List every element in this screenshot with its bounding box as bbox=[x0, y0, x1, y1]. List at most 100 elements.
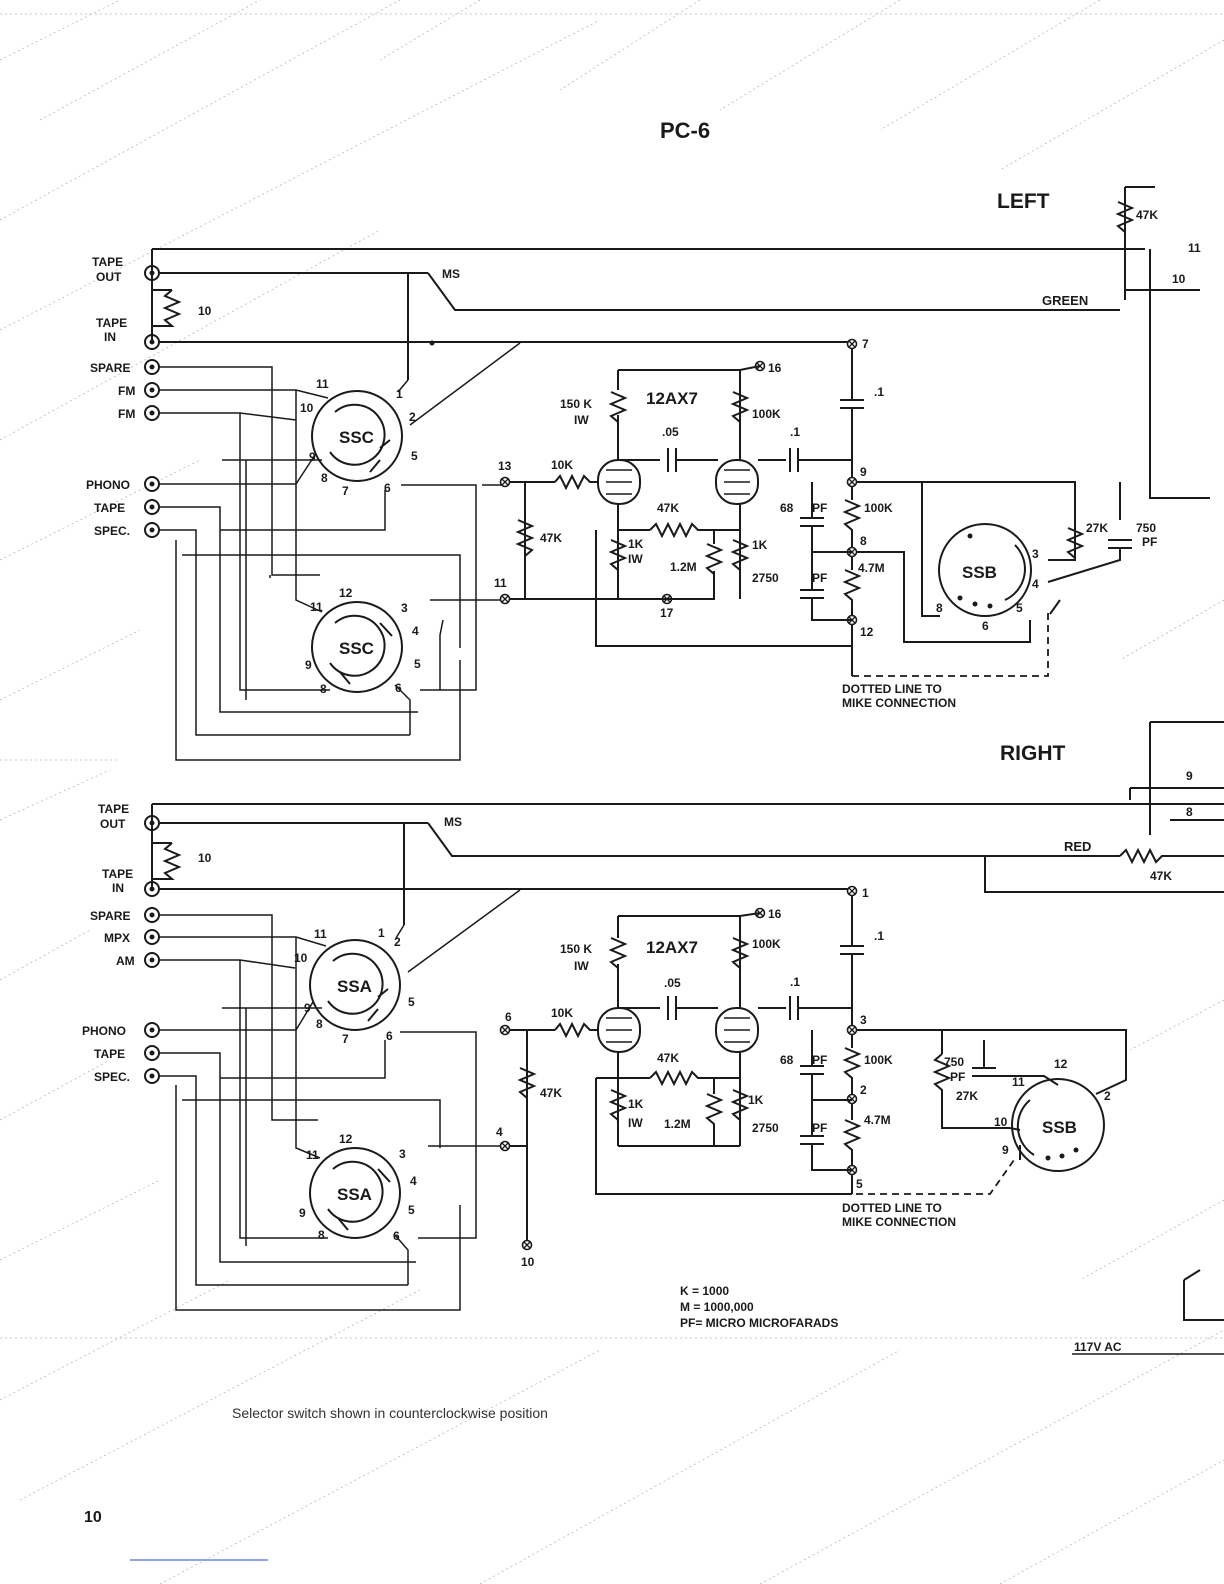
label-10k-r: 10K bbox=[551, 1006, 573, 1020]
label-monitor-switch: MS bbox=[442, 267, 460, 281]
label-ssb-left: SSB bbox=[962, 563, 997, 582]
label-tape-out-r: TAPE bbox=[98, 802, 129, 816]
right-channel-heading: RIGHT bbox=[1000, 742, 1066, 765]
label-ssb-right: SSB bbox=[1042, 1118, 1077, 1137]
label-ssa: SSA bbox=[337, 977, 372, 996]
jack-tape-r[interactable] bbox=[144, 1045, 160, 1061]
label-750-r: 750 bbox=[944, 1055, 964, 1069]
label-150k: 150 K bbox=[560, 397, 592, 411]
switch-ssc-top[interactable]: SSC 11 10 1 2 9 8 7 6 5 bbox=[300, 377, 418, 498]
terminal-4 bbox=[499, 1140, 511, 1152]
jack-spare[interactable] bbox=[144, 359, 160, 375]
label-150k-w-r: IW bbox=[574, 959, 589, 973]
label-1k-b-r: 1K bbox=[748, 1093, 764, 1107]
terminal-3 bbox=[846, 1024, 858, 1036]
capacitor-05 bbox=[618, 448, 718, 472]
resistor-10-left bbox=[152, 289, 182, 327]
wires-switch-right bbox=[159, 889, 521, 1311]
label-fm: FM bbox=[118, 384, 135, 398]
resistor-10-right bbox=[152, 842, 182, 880]
label-2750-pf: PF bbox=[812, 571, 827, 585]
pin-9-b: 9 bbox=[305, 658, 312, 672]
wire-tape-out bbox=[151, 248, 1145, 380]
jack-spec-r[interactable] bbox=[144, 1068, 160, 1084]
label-1k-a-r: 1K bbox=[628, 1097, 644, 1111]
label-5: 5 bbox=[856, 1177, 863, 1191]
jack-spare-r[interactable] bbox=[144, 907, 160, 923]
label-mpx: MPX bbox=[104, 931, 130, 945]
label-13: 13 bbox=[498, 459, 512, 473]
label-9: 9 bbox=[860, 465, 867, 479]
label-ssc: SSC bbox=[339, 428, 374, 447]
note-mike-r-2: MIKE CONNECTION bbox=[842, 1215, 956, 1229]
pin-ssb-6: 6 bbox=[982, 619, 989, 633]
label-2: 2 bbox=[860, 1083, 867, 1097]
label-1k-a-w-r: IW bbox=[628, 1116, 643, 1130]
resistor-47k-top bbox=[1115, 186, 1155, 300]
label-100k-vol-r: 100K bbox=[864, 1053, 893, 1067]
left-input-jacks: TAPE OUT TAPE IN SPARE FM FM PHONO TAPE … bbox=[86, 255, 160, 538]
pin-6-r: 6 bbox=[386, 1029, 393, 1043]
label-spare-r: SPARE bbox=[90, 909, 130, 923]
pin-ssb-5: 5 bbox=[1016, 601, 1023, 615]
jack-tape[interactable] bbox=[144, 499, 160, 515]
jack-phono[interactable] bbox=[144, 476, 160, 492]
switch-ssc-bottom[interactable]: SSC 12 11 3 4 9 5 8 6 bbox=[305, 586, 421, 696]
jack-spec[interactable] bbox=[144, 522, 160, 538]
label-1-top: .1 bbox=[874, 385, 884, 399]
label-am: AM bbox=[116, 954, 135, 968]
footnote: Selector switch shown in counterclockwis… bbox=[232, 1405, 548, 1421]
jack-fm[interactable] bbox=[144, 382, 160, 398]
label-4: 4 bbox=[496, 1125, 503, 1139]
switch-ssa-bottom[interactable]: SSA 12 11 3 4 9 5 8 6 bbox=[299, 1132, 417, 1243]
jack-phono-r[interactable] bbox=[144, 1022, 160, 1038]
pin-4-r: 4 bbox=[410, 1174, 417, 1188]
tube-12ax7-left[interactable] bbox=[597, 459, 759, 505]
label-mains: 117V AC bbox=[1074, 1340, 1122, 1354]
capacitor-750pf-left bbox=[1108, 539, 1132, 549]
label-tape-out: TAPE bbox=[92, 255, 123, 269]
wire-monitor-switch bbox=[408, 272, 1120, 311]
label-green-lead: GREEN bbox=[1042, 293, 1088, 308]
pin-10-r: 10 bbox=[294, 951, 308, 965]
label-1-top-r: .1 bbox=[874, 929, 884, 943]
label-05-r: .05 bbox=[664, 976, 681, 990]
pin-3: 3 bbox=[401, 601, 408, 615]
legend-pf: PF= MICRO MICROFARADS bbox=[680, 1316, 838, 1330]
terminal-6 bbox=[499, 1024, 511, 1036]
wire-right-edge bbox=[1125, 249, 1210, 499]
switch-ssb-right[interactable]: SSB 12 11 2 10 9 bbox=[994, 1057, 1111, 1172]
wire-right-edge-r bbox=[1129, 721, 1224, 835]
label-phono: PHONO bbox=[86, 478, 130, 492]
wire-monitor-switch-r bbox=[404, 822, 1224, 893]
pin-9: 9 bbox=[309, 450, 316, 464]
tube-12ax7-right[interactable] bbox=[597, 1007, 759, 1053]
pin-2: 2 bbox=[409, 410, 416, 424]
label-ssc-bottom: SSC bbox=[339, 639, 374, 658]
label-27k-r: 27K bbox=[956, 1089, 978, 1103]
label-ssa-bottom: SSA bbox=[337, 1185, 372, 1204]
switch-ssa-top[interactable]: SSA 11 10 1 2 9 8 7 6 5 bbox=[294, 926, 415, 1046]
label-68-pf: PF bbox=[812, 501, 827, 515]
label-05: .05 bbox=[662, 425, 679, 439]
jack-fm-2[interactable] bbox=[144, 405, 160, 421]
label-100k-r: 100K bbox=[752, 937, 781, 951]
wire-ground-left bbox=[510, 571, 715, 600]
label-tape-out-2: OUT bbox=[96, 270, 122, 284]
label-red-lead: RED bbox=[1064, 839, 1091, 854]
label-150k-w: IW bbox=[574, 413, 589, 427]
resistor-100k-vol bbox=[842, 486, 862, 548]
resistor-150k-r bbox=[608, 912, 761, 1008]
jack-am[interactable] bbox=[144, 952, 160, 968]
resistor-1k-b-r bbox=[730, 1052, 750, 1146]
pin-12: 12 bbox=[339, 586, 353, 600]
label-tape-out-r-2: OUT bbox=[100, 817, 126, 831]
switch-ssb-left[interactable]: SSB 3 4 5 6 8 bbox=[936, 523, 1039, 633]
jack-mpx[interactable] bbox=[144, 929, 160, 945]
label-r-10-r: 10 bbox=[198, 851, 212, 865]
wires-ssb-right bbox=[856, 1029, 1127, 1160]
note-mike-1: DOTTED LINE TO bbox=[842, 682, 942, 696]
label-spec: SPEC. bbox=[94, 524, 130, 538]
label-150k-r: 150 K bbox=[560, 942, 592, 956]
capacitor-1-top-r bbox=[840, 896, 864, 1026]
